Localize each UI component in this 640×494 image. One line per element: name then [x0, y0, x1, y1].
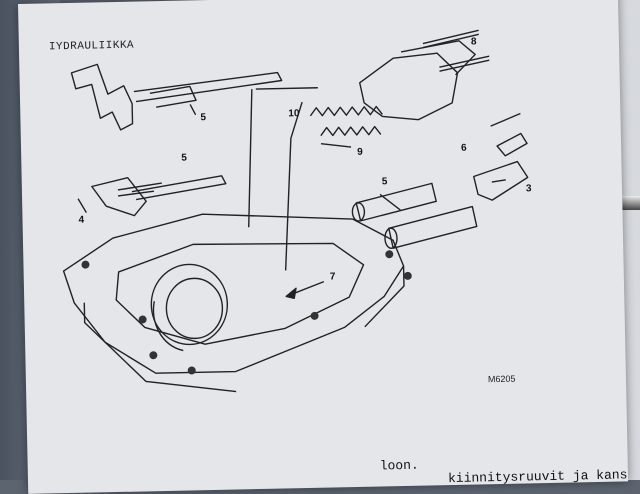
mid-lever [91, 177, 147, 217]
bore-side [152, 301, 184, 352]
exploded-diagram [62, 29, 529, 393]
spring-lower [320, 125, 382, 137]
link-plate [473, 160, 529, 201]
bolt-hole-1 [81, 260, 90, 269]
bolt-hole-2 [138, 315, 147, 324]
callout-10: 10 [288, 108, 300, 120]
callout-6: 6 [461, 142, 467, 154]
housing-lip [83, 265, 405, 393]
callout-3: 3 [525, 183, 532, 195]
callout-5-top: 5 [200, 112, 207, 124]
bolt-hole-4 [187, 366, 196, 375]
callout-5-right: 5 [381, 176, 388, 188]
cylinder-lower-end [384, 227, 398, 249]
valve-block [359, 52, 459, 121]
body-line-1: loon. [379, 457, 419, 474]
arrow-7-head [285, 287, 297, 299]
mid-pin [117, 182, 162, 197]
callout-8: 8 [470, 36, 477, 48]
spring-upper [309, 105, 383, 117]
bolt-8b [439, 55, 490, 72]
mid-shaft [131, 175, 227, 201]
figure-code: M6205 [487, 373, 516, 385]
bore-inner [165, 277, 224, 340]
bolt-hole-5 [310, 311, 319, 320]
top-shaft [133, 71, 283, 103]
body-line-2: kiinnitysruuvit ja kansi [447, 467, 629, 487]
callout-5-mid: 5 [181, 152, 187, 164]
bore-outer [150, 263, 229, 346]
top-shaft-arm [149, 85, 197, 108]
bolt-hole-7 [403, 271, 412, 280]
callout-4: 4 [78, 214, 85, 226]
bolt-hole-6 [385, 250, 394, 259]
callout-7: 7 [329, 271, 336, 283]
cylinder-upper [355, 182, 437, 222]
bolt-8a [422, 29, 479, 49]
valve-plate [400, 40, 476, 76]
bolt-hole-3 [149, 351, 158, 360]
manual-page: IYDRAULIIKKA [18, 0, 629, 494]
callout-9: 9 [357, 146, 363, 158]
cylinder-lower [388, 205, 478, 249]
link-arm [496, 132, 528, 157]
link-rod [490, 112, 521, 127]
cylinder-upper-end [351, 202, 366, 222]
pin-4 [77, 198, 87, 213]
leader-lines [189, 87, 506, 271]
top-lever [70, 63, 134, 131]
